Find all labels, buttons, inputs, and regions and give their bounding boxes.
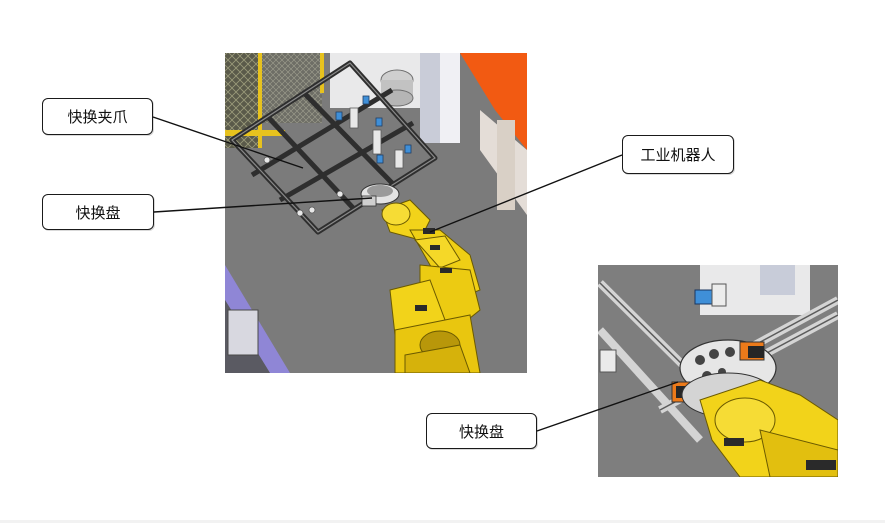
main-scene-render bbox=[225, 53, 527, 373]
leader-line-gripper bbox=[152, 116, 304, 169]
label-quick-change-gripper: 快换夹爪 bbox=[42, 98, 153, 135]
label-text: 快换盘 bbox=[75, 203, 121, 222]
label-industrial-robot: 工业机器人 bbox=[622, 135, 734, 174]
leader-line-disk-main bbox=[153, 197, 373, 213]
detail-scene-render bbox=[598, 265, 838, 477]
label-text: 快换盘 bbox=[458, 422, 504, 441]
leader-lines bbox=[152, 116, 679, 432]
leader-line-robot bbox=[429, 154, 623, 233]
label-text: 快换夹爪 bbox=[67, 108, 128, 126]
leader-line-disk-detail bbox=[536, 381, 679, 432]
label-quick-change-disk-main: 快换盘 bbox=[42, 194, 154, 230]
label-quick-change-disk-detail: 快换盘 bbox=[426, 413, 537, 449]
bottom-border bbox=[0, 520, 885, 523]
label-text: 工业机器人 bbox=[640, 146, 716, 164]
